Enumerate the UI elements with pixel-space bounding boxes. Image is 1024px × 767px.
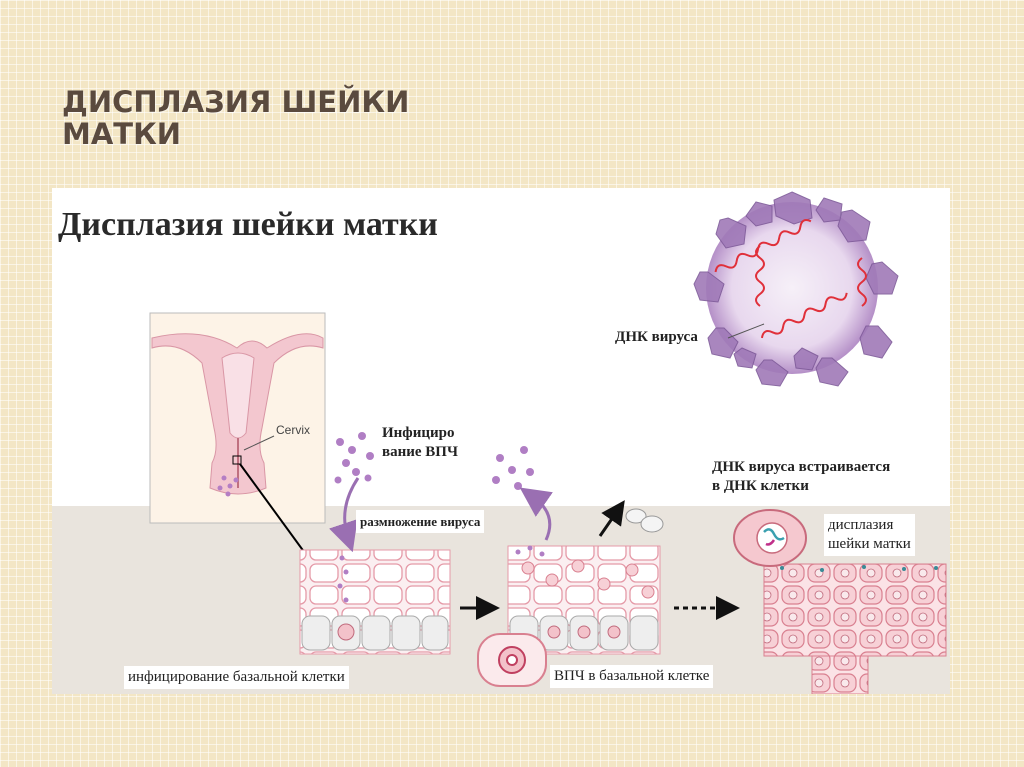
slide-title-line2: МАТКИ (62, 117, 182, 151)
basal-cell-zoom (477, 633, 547, 687)
diagram-artwork (52, 191, 950, 694)
dysplastic-tissue (763, 563, 947, 694)
label-virus-dna: ДНК вируса (615, 329, 698, 345)
integrated-cell (733, 509, 807, 567)
label-dysplasia-line2: шейки матки (828, 536, 911, 552)
label-cervix: Cervix (276, 423, 311, 437)
label-infection-line2: вание ВПЧ (382, 444, 458, 460)
tissue-block-2 (507, 545, 661, 655)
label-dna-integration: ДНК вируса встраивается в ДНК клетки (712, 458, 890, 496)
label-hpv-in-basal: ВПЧ в базальной клетке (550, 665, 714, 688)
released-cells (625, 508, 664, 533)
figure-title: Дисплазия шейки матки (58, 206, 438, 243)
zoom-line (239, 463, 311, 561)
label-infection-line1: Инфициро (382, 425, 455, 441)
virus-particle (693, 191, 899, 387)
slide-title-line1: ДИСПЛАЗИЯ ШЕЙКИ (62, 85, 410, 119)
diagram-panel: Дисплазия шейки матки ДНК вируса Cervix … (52, 188, 950, 694)
label-dysplasia-line1: дисплазия (828, 517, 894, 533)
label-dysplasia: дисплазия шейки матки (824, 514, 915, 556)
uterus-inset (149, 312, 326, 524)
label-basal-infection: инфицирование базальной клетки (124, 666, 349, 689)
tissue-block-1 (299, 549, 451, 655)
label-virus-replication: размножение вируса (356, 510, 485, 533)
label-infection: Инфициро вание ВПЧ (382, 424, 458, 462)
label-integration-line1: ДНК вируса встраивается (712, 459, 891, 475)
label-integration-line2: в ДНК клетки (712, 478, 809, 494)
slide-title: ДИСПЛАЗИЯ ШЕЙКИ МАТКИ (62, 86, 409, 150)
